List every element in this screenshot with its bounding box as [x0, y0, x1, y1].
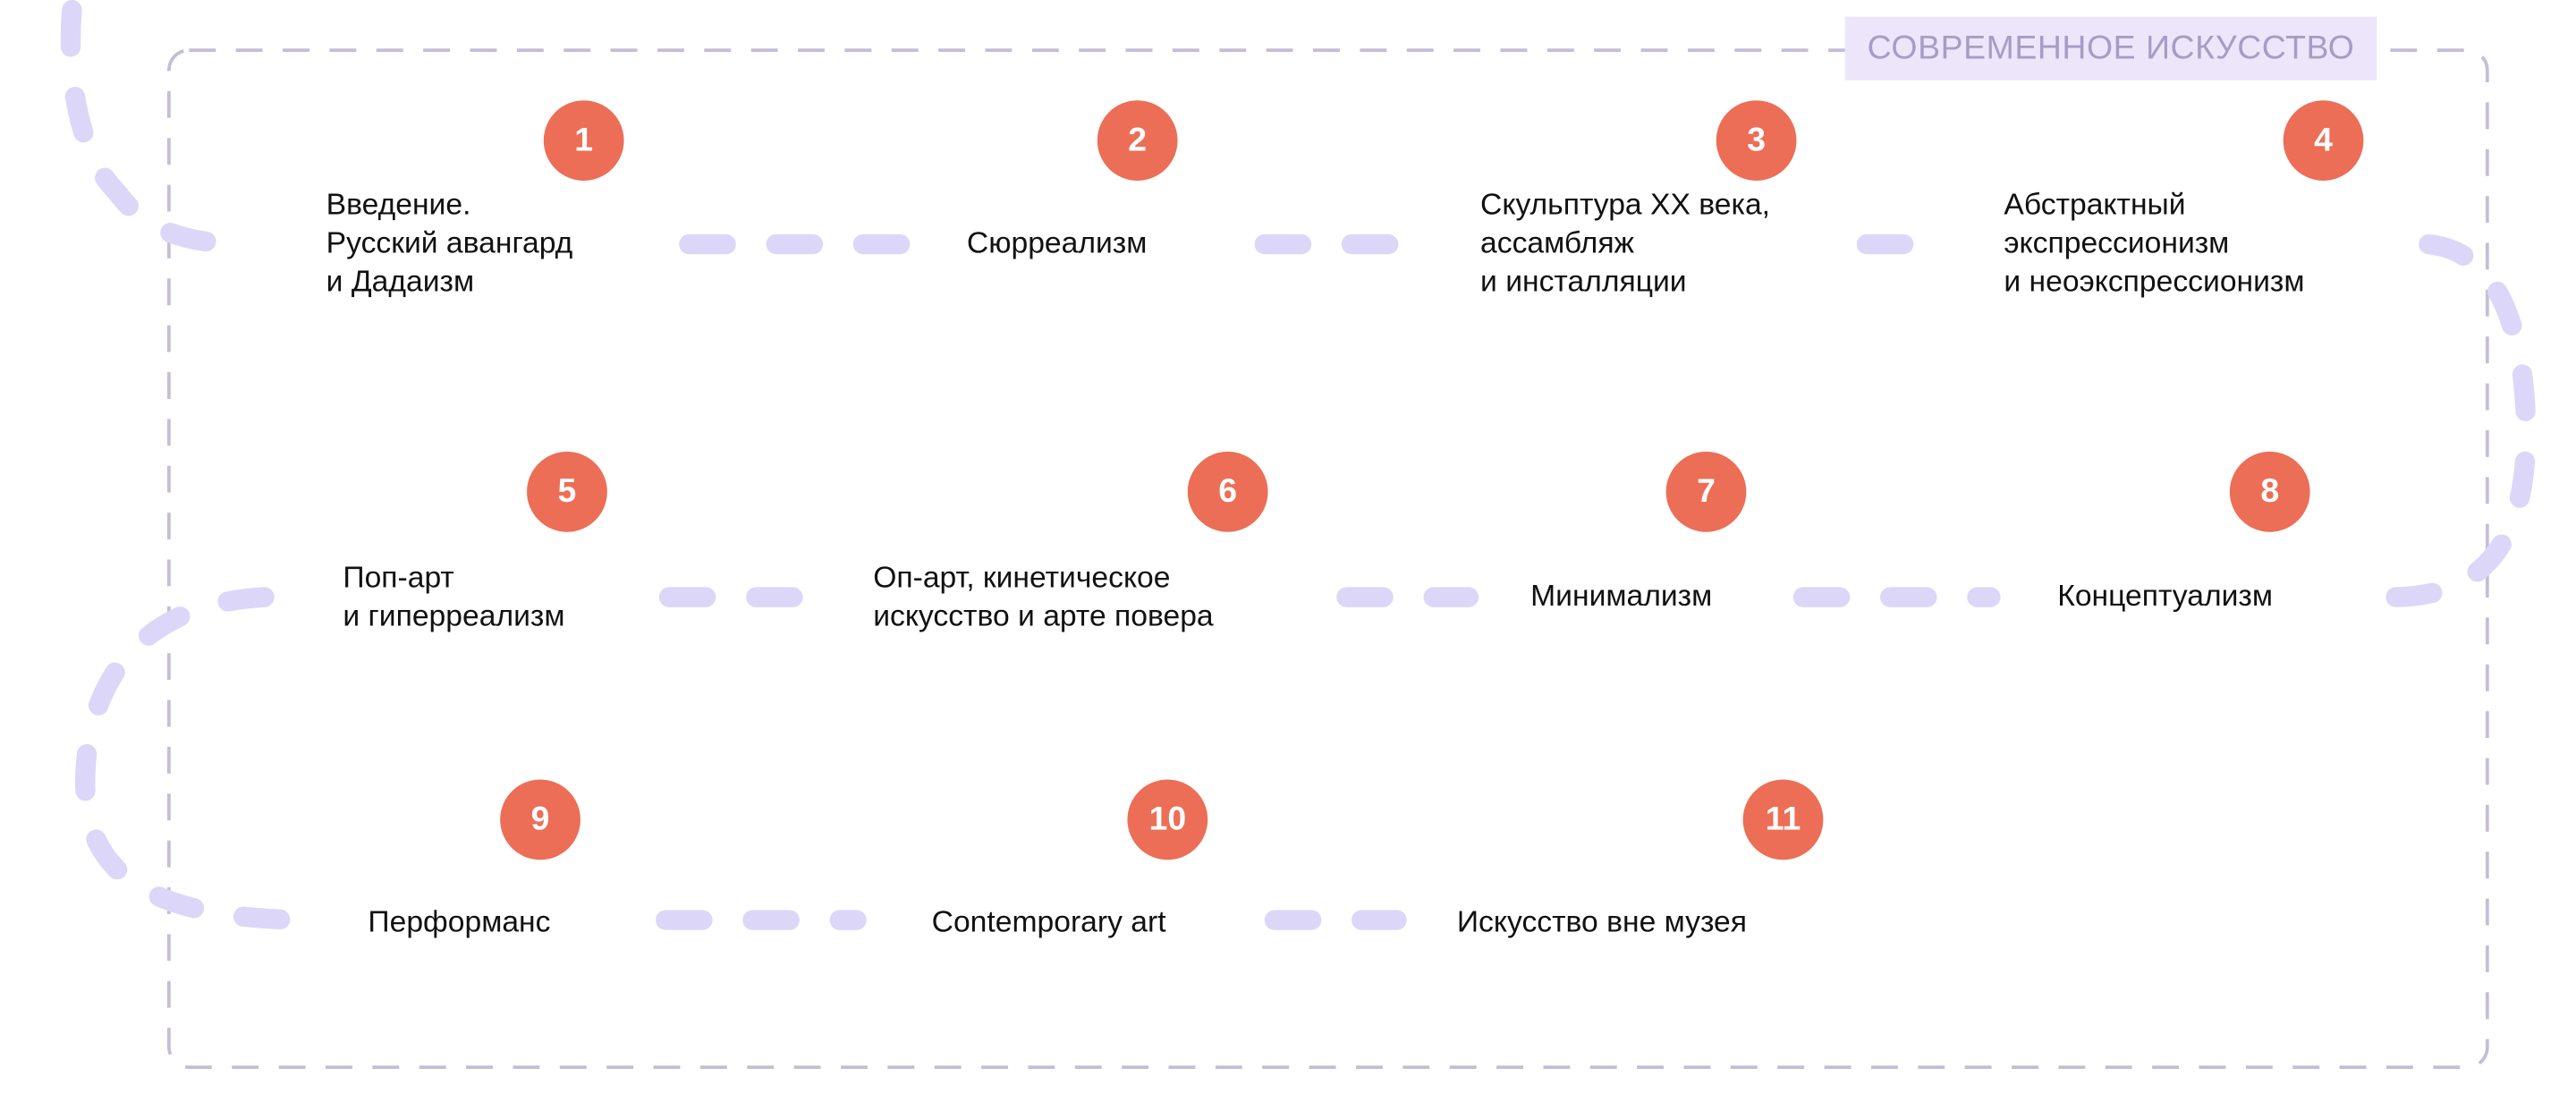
route-start-curve — [60, 0, 261, 255]
step-title: Минимализм — [1530, 577, 1712, 615]
step-title: Contemporary art — [932, 903, 1166, 942]
step-number-badge: 7 — [1665, 451, 1747, 532]
step-number-badge: 1 — [543, 100, 624, 181]
step-title: Искусство вне музея — [1457, 903, 1747, 942]
step-title: Оп-арт, кинетическое искусство и арте пов… — [873, 559, 1213, 636]
step-title-line: Русский авангард — [326, 225, 573, 259]
step-number-badge: 11 — [1742, 779, 1824, 860]
route-left-curve — [75, 587, 323, 930]
step-title-line: и Дадаизм — [326, 264, 475, 298]
route-path — [60, 0, 2537, 930]
route-right-curve — [2382, 233, 2537, 607]
step-number-badge: 10 — [1127, 779, 1208, 860]
step-title-line: Концептуализм — [2057, 579, 2273, 613]
step-number-badge: 5 — [527, 451, 607, 532]
step-title: Перформанс — [368, 903, 550, 942]
step-title-line: Перформанс — [368, 904, 551, 939]
step-title-line: Contemporary art — [931, 904, 1166, 939]
step-title-line: и инсталляции — [1480, 264, 1687, 298]
step-title: Концептуализм — [2057, 577, 2273, 615]
step-title-line: Минимализм — [1530, 579, 1713, 613]
step-title: Абстрактный экспрессионизм и неоэкспрессио… — [2004, 186, 2304, 301]
step-number-badge: 3 — [1716, 100, 1797, 181]
step-title: Поп-арт и гиперреализм — [343, 559, 564, 636]
step-title-line: Абстрактный — [2004, 187, 2186, 221]
step-title-line: и неоэкспрессионизм — [2004, 264, 2305, 298]
step-number-badge: 6 — [1187, 451, 1268, 532]
section-frame — [167, 48, 2489, 1069]
step-number-badge: 2 — [1097, 100, 1178, 181]
step-title-line: Введение. — [326, 187, 471, 221]
step-title-line: Поп-арт — [343, 560, 454, 594]
step-title-line: Скульптура XX века, — [1480, 187, 1771, 221]
step-title: Введение. Русский авангард и Дадаизм — [326, 186, 573, 301]
step-title-line: ассамбляж — [1480, 225, 1635, 259]
step-title-line: и гиперреализм — [343, 598, 565, 632]
step-title-line: Сюрреализм — [966, 225, 1148, 259]
step-number-badge: 8 — [2229, 451, 2310, 532]
step-title: Сюрреализм — [967, 225, 1147, 263]
step-title-line: Оп-арт, кинетическое — [873, 560, 1171, 594]
step-title-line: экспрессионизм — [2004, 225, 2230, 259]
step-number-badge: 4 — [2283, 100, 2364, 181]
step-title-line: Искусство вне музея — [1456, 904, 1748, 939]
section-title: СОВРЕМЕННОЕ ИСКУССТВО — [1844, 16, 2377, 81]
step-title: Скульптура XX века, ассамбляж и инсталляци… — [1480, 186, 1770, 301]
step-number-badge: 9 — [500, 779, 580, 860]
step-title-line: искусство и арте повера — [873, 598, 1214, 632]
